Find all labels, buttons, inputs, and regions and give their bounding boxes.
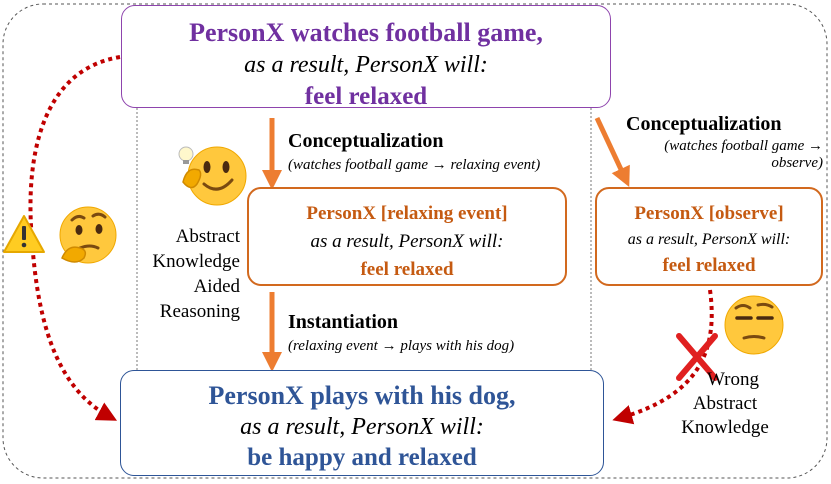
dotted-arrow-right-to-bottom bbox=[612, 289, 714, 425]
source-event-line2: as a result, PersonX will: bbox=[244, 52, 488, 78]
abstract-knowledge-label: Abstract Knowledge Aided Reasoning bbox=[140, 224, 240, 324]
conceptualization-detail-right-2: observe) bbox=[771, 155, 823, 171]
conceptualization-title-left: Conceptualization bbox=[288, 130, 444, 152]
wrong-abstract-event-line3: feel relaxed bbox=[662, 255, 756, 276]
abstract-label-line3: Aided bbox=[193, 276, 240, 297]
conceptualization-detail-left: (watches football game → relaxing event) bbox=[288, 157, 541, 173]
source-event-line3: feel relaxed bbox=[304, 83, 428, 110]
thinking-face-icon bbox=[59, 206, 117, 264]
skeptical-face-icon bbox=[724, 295, 784, 355]
outer-dashed-frame bbox=[2, 3, 828, 479]
target-event-line2: as a result, PersonX will: bbox=[240, 414, 484, 440]
wrong-abstract-event-line2: as a result, PersonX will: bbox=[627, 231, 791, 248]
abstract-label-line2: Knowledge bbox=[152, 251, 240, 272]
conceptualization-title-right: Conceptualization bbox=[626, 113, 782, 135]
wrong-label-line1: Wrong bbox=[707, 369, 759, 390]
red-cross-icon bbox=[676, 333, 718, 381]
target-event-line3: be happy and relaxed bbox=[247, 444, 477, 471]
abstract-label-line1: Abstract bbox=[175, 226, 240, 247]
wrong-abstract-event-line1: PersonX [observe] bbox=[634, 203, 784, 224]
target-event-box: PersonX plays with his dog, as a result,… bbox=[120, 370, 604, 476]
lightbulb-smiley-icon bbox=[178, 146, 247, 206]
conceptualization-label-left: Conceptualization (watches football game… bbox=[288, 130, 540, 174]
conceptualization-detail-right-1: (watches football game → bbox=[664, 138, 823, 154]
wrong-abstract-event-box: PersonX [observe] as a result, PersonX w… bbox=[595, 187, 823, 286]
warning-icon bbox=[3, 215, 45, 253]
abstract-event-line1: PersonX [relaxing event] bbox=[306, 203, 508, 224]
instantiation-label: Instantiation (relaxing event → plays wi… bbox=[288, 311, 514, 355]
source-event-line1: PersonX watches football game, bbox=[189, 18, 543, 47]
instantiation-detail: (relaxing event → plays with his dog) bbox=[288, 338, 515, 354]
wrong-label-line3: Knowledge bbox=[681, 417, 769, 438]
abstract-event-box: PersonX [relaxing event] as a result, Pe… bbox=[247, 187, 567, 286]
conceptualization-arrow-right bbox=[594, 116, 630, 188]
source-event-box: PersonX watches football game, as a resu… bbox=[121, 5, 611, 110]
abstract-event-line2: as a result, PersonX will: bbox=[310, 231, 504, 252]
wrong-label-line2: Abstract bbox=[692, 393, 758, 414]
target-event-line1: PersonX plays with his dog, bbox=[208, 381, 516, 410]
instantiation-title: Instantiation bbox=[288, 311, 399, 333]
abstract-label-line4: Reasoning bbox=[159, 301, 240, 322]
conceptualization-label-right: Conceptualization (watches football game… bbox=[620, 113, 823, 172]
abstract-event-line3: feel relaxed bbox=[360, 259, 454, 280]
wrong-abstract-knowledge-label: Wrong Abstract Knowledge bbox=[660, 368, 790, 440]
